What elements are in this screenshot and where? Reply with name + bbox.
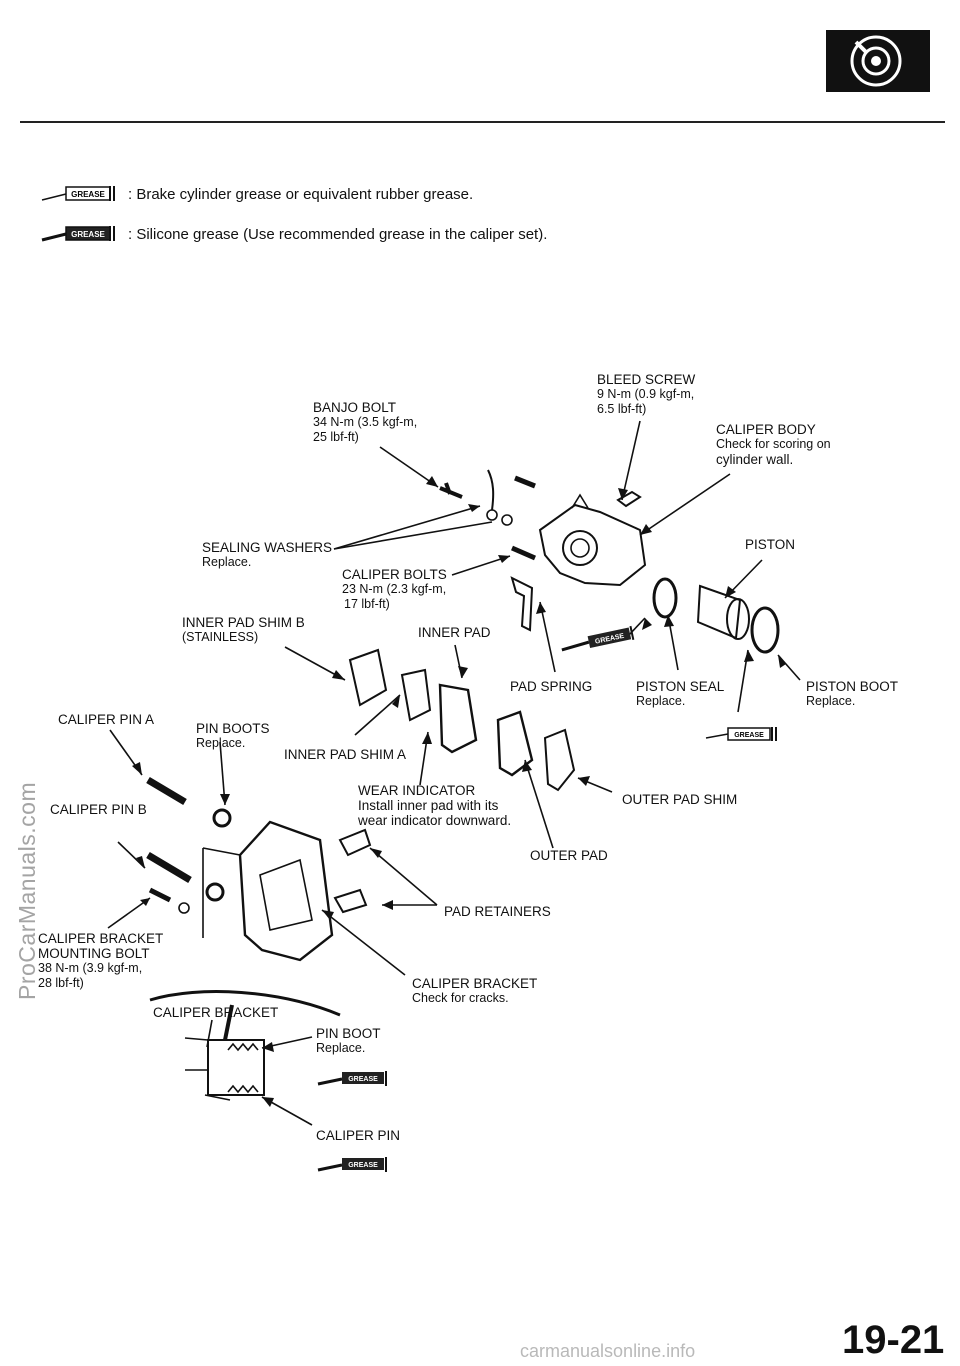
label-caliper-bracket: CALIPER BRACKET (153, 1005, 279, 1020)
header-rule (20, 121, 945, 123)
footer-watermark: carmanualsonline.info (520, 1341, 696, 1361)
grease-tube-icon: GREASE (41, 186, 115, 201)
label-wear-indicator: WEAR INDICATOR Install inner pad with it… (358, 783, 512, 828)
label-caliper-bracket-check: CALIPER BRACKET Check for cracks. (412, 976, 538, 1005)
label-caliper-pin: CALIPER PIN (316, 1128, 401, 1143)
silicone-grease-tube-icon: GREASE (41, 226, 115, 242)
label-banjo-bolt: BANJO BOLT 34 N-m (3.5 kgf-m, 25 lbf-ft) (313, 400, 418, 444)
label-caliper-body: CALIPER BODY Check for scoring on cylind… (716, 422, 831, 467)
svg-text:GREASE: GREASE (348, 1162, 378, 1169)
label-piston: PISTON (745, 537, 796, 552)
label-caliper-bracket-mounting-bolt: CALIPER BRACKET MOUNTING BOLT 38 N-m (3.… (38, 931, 164, 990)
label-inner-pad-shim-b: INNER PAD SHIM B (STAINLESS) (182, 615, 305, 644)
label-pad-spring: PAD SPRING (510, 679, 593, 694)
label-piston-boot: PISTON BOOT Replace. (806, 679, 899, 708)
label-caliper-pin-a: CALIPER PIN A (58, 712, 155, 727)
label-outer-pad: OUTER PAD (530, 848, 608, 863)
brake-section-icon (826, 30, 930, 92)
legend-brake-grease: GREASE : Brake cylinder grease or equiva… (40, 183, 473, 205)
svg-text:GREASE: GREASE (348, 1076, 378, 1083)
svg-text:GREASE: GREASE (71, 190, 105, 199)
svg-text:GREASE: GREASE (734, 732, 764, 739)
label-bleed-screw: BLEED SCREW 9 N-m (0.9 kgf-m, 6.5 lbf-ft… (597, 372, 696, 416)
label-caliper-bolts: CALIPER BOLTS 23 N-m (2.3 kgf-m, 17 lbf-… (342, 567, 447, 611)
label-pin-boots: PIN BOOTS Replace. (196, 721, 270, 750)
label-caliper-pin-b: CALIPER PIN B (50, 802, 147, 817)
label-pin-boot: PIN BOOT Replace. (316, 1026, 381, 1055)
label-pad-retainers: PAD RETAINERS (444, 904, 551, 919)
label-inner-pad-shim-a: INNER PAD SHIM A (284, 747, 407, 762)
legend-text: : Silicone grease (Use recommended greas… (128, 225, 548, 243)
label-inner-pad: INNER PAD (418, 625, 491, 640)
legend-silicone-grease: GREASE : Silicone grease (Use recommende… (40, 223, 547, 245)
label-piston-seal: PISTON SEAL Replace. (636, 679, 725, 708)
grease-tube-icons: GREASE GREASE GREASE GREASE (317, 625, 777, 1172)
svg-text:GREASE: GREASE (71, 230, 105, 239)
label-outer-pad-shim: OUTER PAD SHIM (622, 792, 738, 807)
side-watermark: ProCarManuals.com (14, 781, 40, 1000)
label-sealing-washers: SEALING WASHERS Replace. (202, 540, 333, 569)
page-number: 19-21 (842, 1318, 945, 1362)
legend-text: : Brake cylinder grease or equivalent ru… (128, 185, 474, 203)
